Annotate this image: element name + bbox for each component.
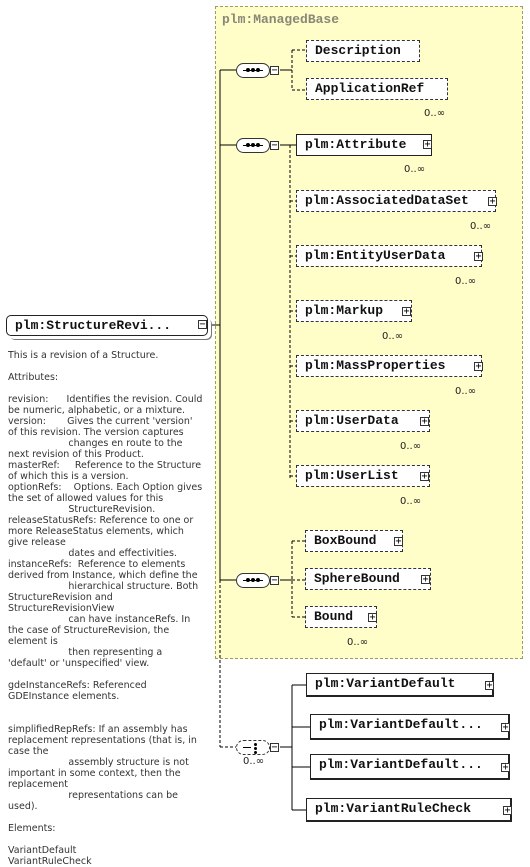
expand-icon[interactable]: + (474, 361, 483, 372)
element-label: plm:VariantDefault... (319, 717, 483, 732)
expand-icon[interactable]: + (402, 306, 411, 317)
doc-line: masterRef: Reference to the Structure of… (8, 460, 205, 482)
expand-icon[interactable]: + (368, 612, 377, 623)
element-label: ApplicationRef (315, 81, 425, 96)
occurrence-label: 0..∞ (382, 331, 404, 342)
occurrence-label: 0..∞ (455, 276, 477, 287)
element-label: plm:VariantDefault (315, 676, 456, 691)
occurrence-label: 0..∞ (470, 221, 492, 232)
expand-icon[interactable]: + (488, 196, 497, 207)
occurrence-label: 0..∞ (400, 441, 422, 452)
element-bound[interactable]: Bound (305, 606, 380, 631)
doc-line (8, 812, 203, 823)
collapse-icon[interactable]: − (270, 742, 279, 753)
root-element-structure-revision[interactable]: plm:StructureRevi... (6, 315, 208, 336)
doc-line (8, 383, 203, 394)
documentation-text: This is a revision of a Structure. Attri… (8, 350, 203, 867)
element-variant-default-1[interactable]: plm:VariantDefault (306, 673, 494, 697)
element-entity-user-data[interactable]: plm:EntityUserData (296, 245, 485, 270)
expand-icon[interactable]: + (503, 805, 512, 816)
element-label: plm:MassProperties (305, 358, 446, 373)
element-label: plm:VariantDefault... (319, 757, 483, 772)
doc-line: optionRefs: Options. Each Option gives t… (8, 482, 206, 504)
doc-line: assembly structure is not important in s… (8, 757, 192, 790)
doc-line: hierarchical structure. Both StructureRe… (8, 581, 202, 614)
doc-line: dates and effectivities. (8, 548, 177, 559)
element-label: BoxBound (314, 533, 377, 548)
occurrence-label: 0..∞ (455, 386, 477, 397)
expand-icon[interactable]: + (394, 536, 403, 547)
doc-line: representations can be used). (8, 790, 182, 812)
expand-icon[interactable]: + (420, 471, 429, 482)
occurrence-label: 0..∞ (347, 637, 369, 648)
element-attribute[interactable]: plm:Attribute (296, 134, 432, 156)
collapse-icon[interactable]: − (270, 65, 279, 76)
collapse-icon[interactable]: − (270, 140, 279, 151)
element-label: Description (315, 43, 401, 58)
element-variant-default-3[interactable]: plm:VariantDefault... (310, 754, 510, 780)
element-user-list[interactable]: plm:UserList (296, 465, 433, 490)
doc-line: gdeInstanceRefs: Referenced GDEInstance … (8, 680, 150, 702)
doc-line (8, 669, 203, 680)
element-label: Bound (314, 609, 354, 624)
element-label: SphereBound (314, 571, 400, 586)
element-user-data[interactable]: plm:UserData (296, 410, 433, 435)
doc-line: releaseStatusRefs: Reference to one or m… (8, 515, 197, 548)
choice-compositor[interactable] (236, 740, 270, 755)
expand-icon[interactable]: + (421, 574, 430, 585)
root-element-label: plm:StructureRevi... (15, 318, 172, 333)
doc-line (8, 834, 203, 845)
element-sphere-bound[interactable]: SphereBound (305, 568, 431, 590)
element-variant-rule-check[interactable]: plm:VariantRuleCheck (306, 798, 512, 822)
element-label: plm:Markup (305, 303, 384, 318)
expand-icon[interactable]: + (501, 762, 510, 773)
element-label: plm:Attribute (305, 137, 407, 152)
doc-line (8, 702, 203, 713)
element-mass-properties[interactable]: plm:MassProperties (296, 355, 485, 380)
element-label: plm:AssociatedDataSet (305, 193, 469, 208)
doc-line: This is a revision of a Structure. (8, 350, 159, 361)
doc-line: instanceRefs: Reference to elements deri… (8, 559, 198, 581)
element-label: plm:EntityUserData (305, 248, 446, 263)
collapse-icon[interactable]: − (198, 319, 207, 330)
expand-icon[interactable]: + (485, 680, 494, 691)
element-markup[interactable]: plm:Markup (296, 300, 415, 325)
element-box-bound[interactable]: BoxBound (305, 530, 403, 552)
doc-line: revision: Identifies the revision. Could… (8, 394, 206, 416)
element-variant-default-2[interactable]: plm:VariantDefault... (310, 714, 510, 740)
element-label: plm:UserData (305, 413, 399, 428)
doc-line: then representing a 'default' or 'unspec… (8, 647, 166, 669)
expand-icon[interactable]: + (423, 139, 432, 150)
doc-line (8, 713, 203, 724)
element-label: plm:VariantRuleCheck (315, 801, 472, 816)
occurrence-label: 0..∞ (400, 496, 422, 507)
doc-line: StructureRevision. (8, 504, 156, 515)
expand-icon[interactable]: + (501, 722, 510, 733)
occurrence-label: 0..∞ (243, 756, 265, 767)
sequence-compositor-2[interactable] (236, 138, 270, 153)
expand-icon[interactable]: + (420, 416, 429, 427)
element-label: plm:UserList (305, 468, 399, 483)
occurrence-label: 0..∞ (404, 164, 426, 175)
doc-line: Attributes: (8, 372, 59, 383)
group-title: plm:ManagedBase (222, 12, 340, 27)
occurrence-label: 0..∞ (424, 108, 446, 119)
doc-line: changes en route to the next revision of… (8, 438, 186, 460)
doc-line: Elements: (8, 823, 56, 834)
doc-line (8, 361, 203, 372)
expand-icon[interactable]: + (474, 251, 483, 262)
doc-line: version: Gives the current 'version' of … (8, 416, 196, 438)
doc-line: simplifiedRepRefs: If an assembly has re… (8, 724, 200, 757)
element-associated-data-set[interactable]: plm:AssociatedDataSet (296, 190, 499, 215)
doc-line: can have instanceRefs. In the case of St… (8, 614, 194, 647)
sequence-compositor-1[interactable] (236, 63, 270, 78)
element-description[interactable]: Description (306, 40, 420, 62)
element-application-ref[interactable]: ApplicationRef (306, 78, 451, 103)
sequence-compositor-3[interactable] (236, 573, 270, 588)
collapse-icon[interactable]: − (270, 575, 279, 586)
doc-line: VariantRuleCheck (8, 856, 92, 867)
